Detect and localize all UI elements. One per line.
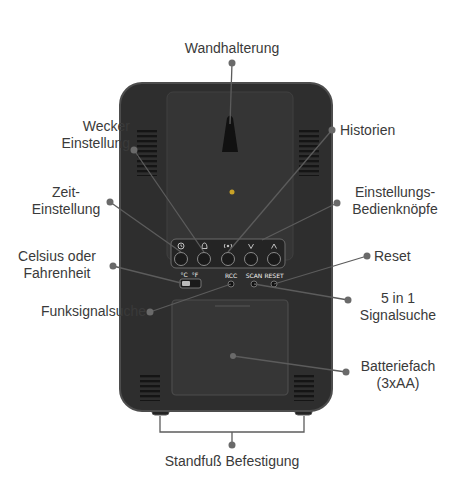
part-label: Wecker Einstellung bbox=[46, 118, 130, 152]
device-marking: °F bbox=[189, 271, 201, 278]
leader-dots bbox=[107, 60, 371, 449]
device-marking: RESET bbox=[262, 272, 286, 279]
device-marking: °C bbox=[178, 271, 190, 278]
device-marking: SCAN bbox=[243, 272, 265, 279]
vent bbox=[299, 128, 319, 176]
part-label: Reset bbox=[374, 248, 411, 265]
button-icons bbox=[178, 243, 277, 249]
part-label: Celsius oder Fahrenheit bbox=[6, 248, 108, 282]
part-label: Standfuß Befestigung bbox=[150, 453, 314, 470]
buttons bbox=[175, 253, 281, 266]
device-marking: RCC bbox=[221, 272, 241, 279]
vent bbox=[140, 375, 160, 401]
part-label: Historien bbox=[340, 122, 395, 139]
unit-switch bbox=[180, 279, 201, 288]
part-label: Wandhalterung bbox=[170, 40, 294, 57]
switch-knob bbox=[182, 281, 190, 286]
leader-lines bbox=[110, 63, 367, 445]
vent bbox=[294, 375, 314, 401]
battery-compartment bbox=[172, 300, 288, 395]
part-label: 5 in 1 Signalsuche bbox=[352, 290, 444, 324]
sensor-dot bbox=[230, 190, 235, 195]
part-label: Einstellungs- Bedienknöpfe bbox=[343, 184, 447, 218]
part-label: Batteriefach (3xAA) bbox=[350, 358, 446, 392]
button-frame bbox=[171, 239, 285, 268]
part-label: Zeit- Einstellung bbox=[26, 184, 106, 218]
battery-tab bbox=[215, 305, 250, 307]
part-label: Funksignalsuche bbox=[6, 303, 146, 320]
device-body bbox=[120, 83, 332, 411]
